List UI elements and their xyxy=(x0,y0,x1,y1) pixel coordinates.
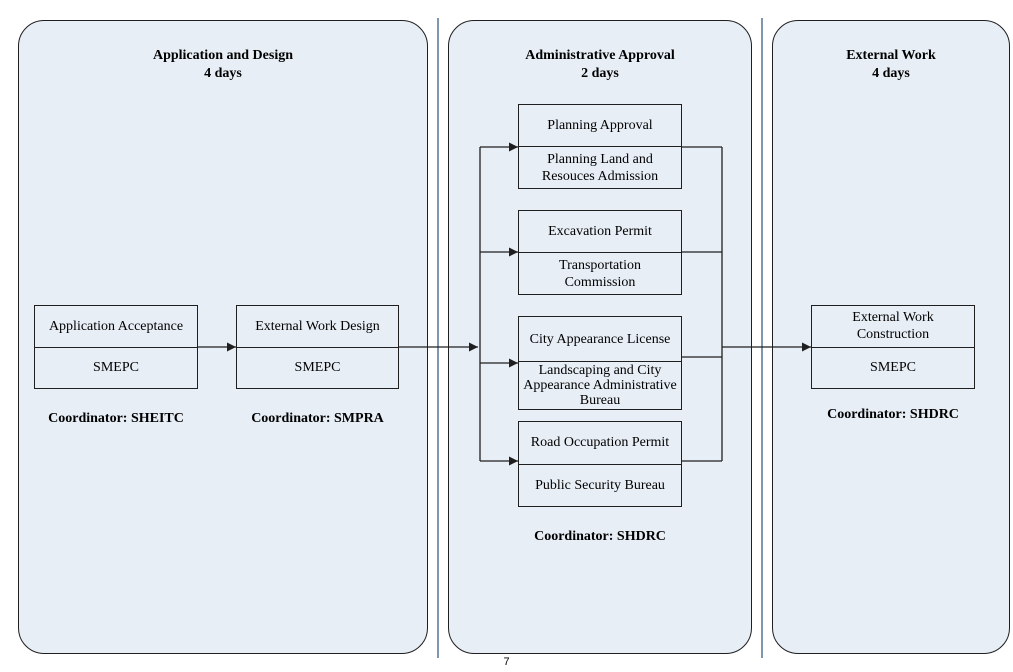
lane-title: Administrative Approval 2 days xyxy=(449,47,751,83)
box-agency: Transportation Commission xyxy=(519,252,681,294)
box-planning-approval: Planning Approval Planning Land and Reso… xyxy=(518,104,682,189)
box-agency: SMEPC xyxy=(237,346,398,389)
lane-separator xyxy=(437,18,439,658)
lane-title: External Work 4 days xyxy=(773,47,1009,83)
box-agency: SMEPC xyxy=(35,346,197,389)
box-task: External Work Construction xyxy=(852,310,934,343)
lane-duration: 2 days xyxy=(581,66,619,81)
box-task: External Work Design xyxy=(255,318,380,334)
box-task: Road Occupation Permit xyxy=(530,435,670,451)
lane-separator xyxy=(761,18,763,658)
box-external-work-design: External Work Design SMEPC xyxy=(236,305,399,389)
box-road-occupation-permit: Road Occupation Permit Public Security B… xyxy=(518,421,682,507)
box-external-work-construction: External Work Construction SMEPC xyxy=(811,305,975,389)
page-number: 7 xyxy=(503,656,510,668)
box-agency: Planning Land and Resouces Admission xyxy=(519,146,681,188)
coordinator-label: Coordinator: SHEITC xyxy=(48,411,184,426)
coordinator-label: Coordinator: SHDRC xyxy=(534,529,666,544)
lane-name: Application and Design xyxy=(152,48,294,63)
box-task: Application Acceptance xyxy=(48,318,184,334)
box-task: City Appearance License xyxy=(529,331,671,347)
box-excavation-permit: Excavation Permit Transportation Commiss… xyxy=(518,210,682,295)
lane-duration: 4 days xyxy=(872,66,910,81)
box-agency: SMEPC xyxy=(812,346,974,389)
lane-duration: 4 days xyxy=(204,66,242,81)
box-city-appearance-license: City Appearance License Landscaping and … xyxy=(518,316,682,410)
box-agency: Public Security Bureau xyxy=(519,463,681,507)
lane-name: External Work xyxy=(846,48,936,63)
box-task: Excavation Permit xyxy=(548,224,652,239)
lane-name: Administrative Approval xyxy=(525,48,675,63)
lane-title: Application and Design 4 days xyxy=(19,47,427,83)
coordinator-label: Coordinator: SMPRA xyxy=(251,411,384,426)
box-task: Planning Approval xyxy=(547,118,653,133)
box-application-acceptance: Application Acceptance SMEPC xyxy=(34,305,198,389)
coordinator-label: Coordinator: SHDRC xyxy=(827,407,959,422)
box-agency: Landscaping and City Appearance Administ… xyxy=(519,361,681,409)
